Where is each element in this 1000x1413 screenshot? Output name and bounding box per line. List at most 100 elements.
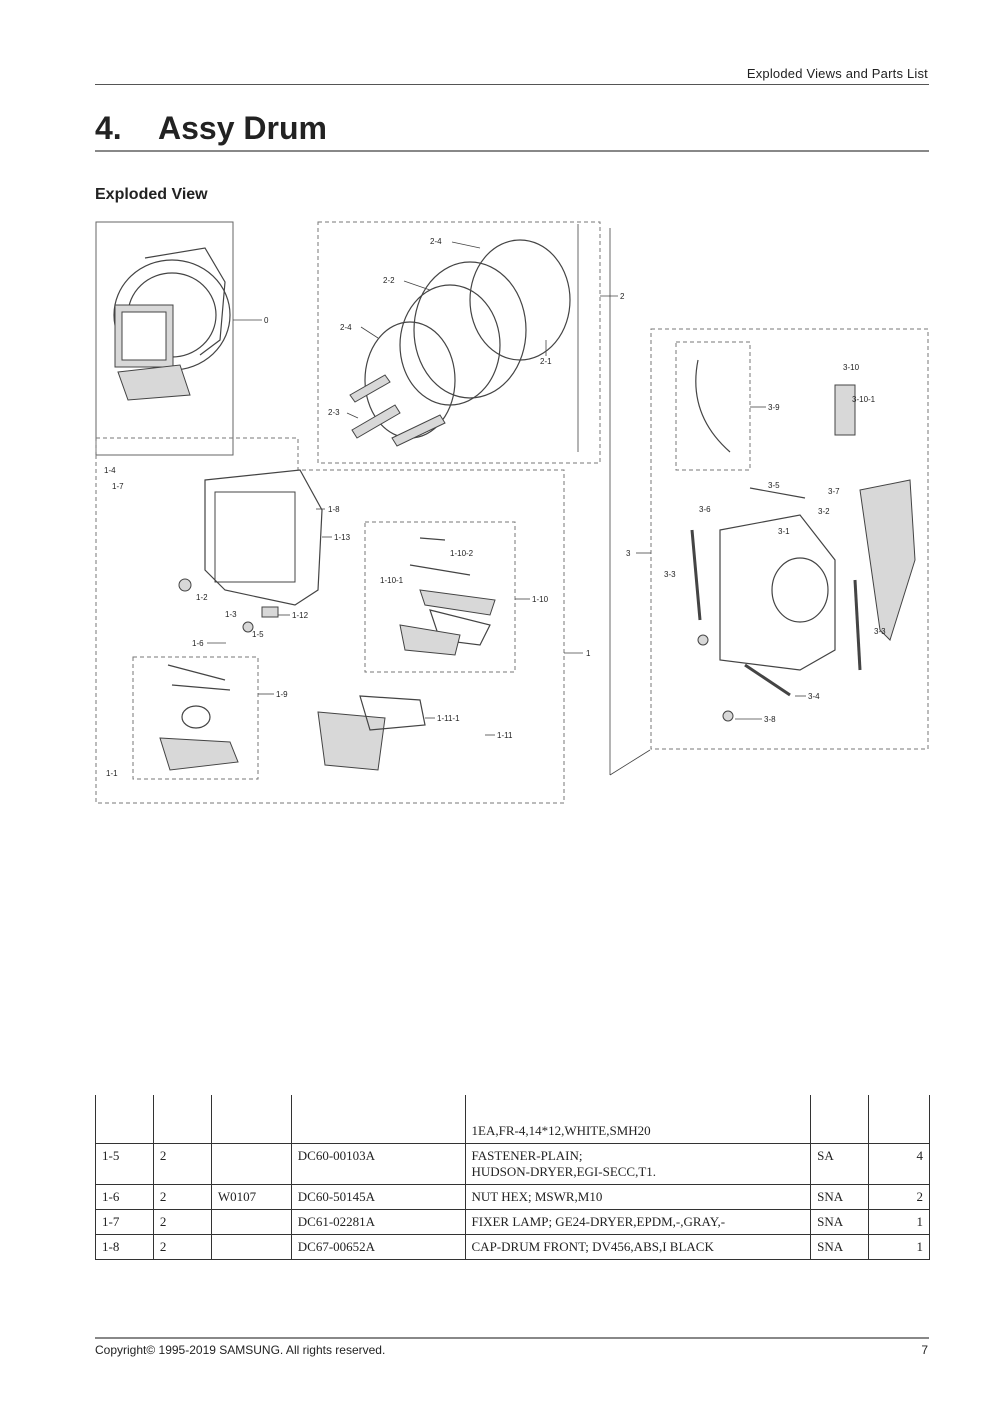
- diagram-label: 1-11: [497, 731, 513, 740]
- cell-part-number: DC60-00103A: [290, 1143, 466, 1185]
- diagram-label: 0: [264, 316, 269, 325]
- assembly-frame: [95, 221, 234, 456]
- cell-qty: 4: [868, 1143, 930, 1185]
- section-title: Assy Drum: [158, 110, 327, 146]
- diagram-label: 1-10: [532, 595, 549, 604]
- cell-description: FASTENER-PLAIN;HUDSON-DRYER,EGI-SECC,T1.: [464, 1143, 812, 1185]
- cell-part-number: [290, 1095, 466, 1144]
- diagram-label: 1-10-1: [380, 576, 404, 585]
- diagram-label: 3-5: [768, 481, 780, 490]
- cell-status: SNA: [810, 1234, 870, 1260]
- diagram-label: 3-1: [778, 527, 790, 536]
- page-title: 4. Assy Drum: [95, 110, 327, 147]
- header-section-title: Exploded Views and Parts List: [746, 66, 928, 81]
- front-cover-image: [178, 469, 323, 633]
- cell-no: 1-5: [95, 1143, 154, 1185]
- diagram-label: 1-4: [104, 466, 116, 475]
- table-row: 1-5 2 DC60-00103A FASTENER-PLAIN;HUDSON-…: [95, 1143, 930, 1185]
- table-row: 1EA,FR-4,14*12,WHITE,SMH20: [95, 1095, 930, 1144]
- cell-code: [210, 1143, 292, 1185]
- diagram-label: 1-5: [252, 630, 264, 639]
- cell-status: [810, 1095, 870, 1144]
- cell-level: 2: [152, 1234, 212, 1260]
- bracket-image: [834, 384, 856, 436]
- cell-code: [210, 1234, 292, 1260]
- parts-list-table: 1EA,FR-4,14*12,WHITE,SMH20 1-5 2 DC60-00…: [95, 1095, 930, 1260]
- diagram-label: 1-8: [328, 505, 340, 514]
- diagram-label: 3-7: [828, 487, 840, 496]
- diagram-label: 1-2: [196, 593, 208, 602]
- diagram-label: 1: [586, 649, 591, 658]
- cell-qty: 1: [868, 1209, 930, 1235]
- diagram-label: 1-11-1: [437, 714, 460, 723]
- cell-part-number: DC60-50145A: [290, 1184, 466, 1210]
- cell-qty: 2: [868, 1184, 930, 1210]
- diagram-label: 1-1: [106, 769, 118, 778]
- diagram-label: 3-4: [808, 692, 820, 701]
- description-line: FASTENER-PLAIN;: [471, 1148, 583, 1163]
- diagram-label: 2-3: [328, 408, 340, 417]
- diagram-label: 1-9: [276, 690, 288, 699]
- cell-description: NUT HEX; MSWR,M10: [464, 1184, 812, 1210]
- footer-divider: [95, 1337, 929, 1339]
- cell-no: 1-7: [95, 1209, 154, 1235]
- cell-level: [152, 1095, 212, 1144]
- table-row: 1-7 2 DC61-02281A FIXER LAMP; GE24-DRYER…: [95, 1209, 930, 1235]
- diagram-label: 3-10-1: [852, 395, 876, 404]
- diagram-label: 2-2: [383, 276, 395, 285]
- drum-assembly-image: [113, 247, 231, 401]
- cell-no: [95, 1095, 154, 1144]
- description-line: HUDSON-DRYER,EGI-SECC,T1.: [471, 1164, 657, 1179]
- filter-housing-image: [317, 695, 426, 771]
- cell-status: SNA: [810, 1184, 870, 1210]
- cell-part-number: DC67-00652A: [290, 1234, 466, 1260]
- header-divider: [95, 84, 929, 85]
- diagram-label: 2-4: [340, 323, 352, 332]
- lamp-assembly-image: [399, 537, 496, 656]
- diagram-label: 2-1: [540, 357, 552, 366]
- diagram-label: 3-3: [664, 570, 676, 579]
- diagram-label: 3: [626, 549, 631, 558]
- diagram-label: 2: [620, 292, 625, 301]
- diagram-label: 1-13: [334, 533, 351, 542]
- cell-description: 1EA,FR-4,14*12,WHITE,SMH20: [464, 1095, 812, 1144]
- diagram-label: 3-8: [764, 715, 776, 724]
- section-number: 4.: [95, 110, 122, 146]
- diagram-label: 3-10: [843, 363, 860, 372]
- cell-code: [210, 1209, 292, 1235]
- cell-status: SA: [810, 1143, 870, 1185]
- cell-part-number: DC61-02281A: [290, 1209, 466, 1235]
- cell-qty: [868, 1095, 930, 1144]
- diagram-label: 1-6: [192, 639, 204, 648]
- exploded-view-heading: Exploded View: [95, 186, 208, 203]
- cell-status: SNA: [810, 1209, 870, 1235]
- table-row: 1-6 2 W0107 DC60-50145A NUT HEX; MSWR,M1…: [95, 1184, 930, 1210]
- diagram-label: 1-10-2: [450, 549, 474, 558]
- diagram-label: 2-4: [430, 237, 442, 246]
- diagram-label: 1-3: [225, 610, 237, 619]
- cell-level: 2: [152, 1184, 212, 1210]
- diagram-label: 3-3: [874, 627, 886, 636]
- cell-description: FIXER LAMP; GE24-DRYER,EPDM,-,GRAY,-: [464, 1209, 812, 1235]
- rear-bulkhead-image: [690, 479, 916, 722]
- page-number: 7: [921, 1343, 928, 1357]
- cell-code: [210, 1095, 292, 1144]
- cell-code: W0107: [210, 1184, 292, 1210]
- diagram-label: 3-2: [818, 507, 830, 516]
- drum-image: [349, 239, 571, 447]
- diagram-label: 1-7: [112, 482, 124, 491]
- diagram-label: 3-9: [768, 403, 780, 412]
- cell-level: 2: [152, 1209, 212, 1235]
- cell-qty: 1: [868, 1234, 930, 1260]
- table-row: 1-8 2 DC67-00652A CAP-DRUM FRONT; DV456,…: [95, 1234, 930, 1260]
- cell-no: 1-8: [95, 1234, 154, 1260]
- diagram-label: 3-6: [699, 505, 711, 514]
- cell-description: CAP-DRUM FRONT; DV456,ABS,I BLACK: [464, 1234, 812, 1260]
- copyright-notice: Copyright© 1995-2019 SAMSUNG. All rights…: [95, 1343, 386, 1357]
- title-divider: [95, 150, 929, 152]
- cell-no: 1-6: [95, 1184, 154, 1210]
- cell-level: 2: [152, 1143, 212, 1185]
- harness-wire-image: [695, 359, 731, 453]
- diagram-label: 1-12: [292, 611, 309, 620]
- exploded-view-diagram: 0 2 2-4 2-2 2-4 2-1 2-3 1 1-4 1-7 1-8 1-…: [95, 221, 929, 804]
